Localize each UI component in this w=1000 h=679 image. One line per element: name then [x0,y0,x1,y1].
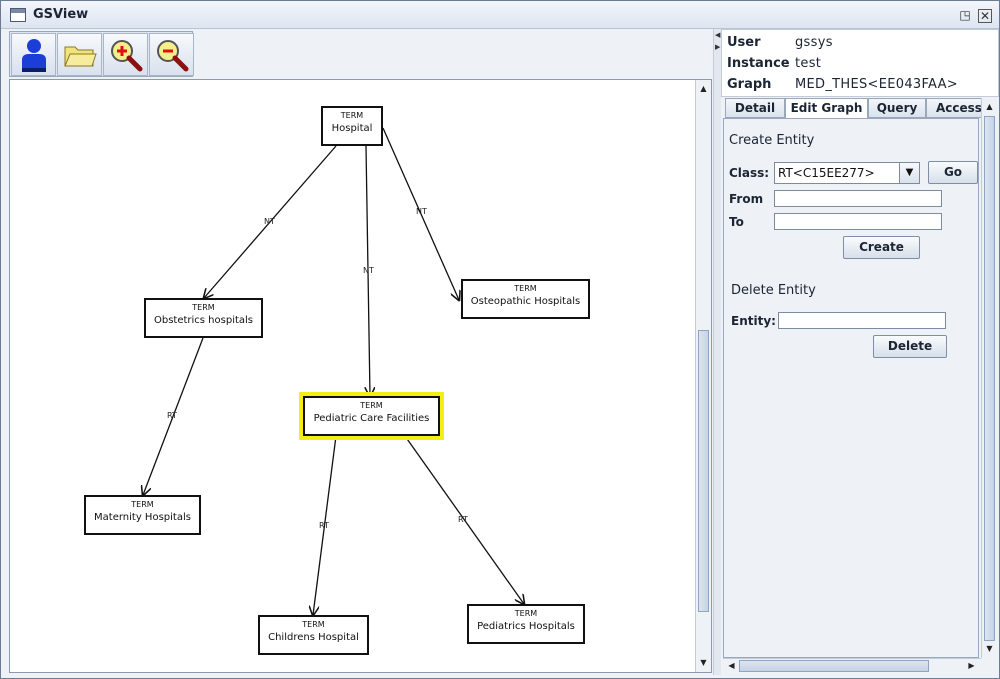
open-folder-icon [63,46,97,66]
info-graph-row: Graph MED_THES<EE043FAA> [727,77,958,92]
info-user-row: User gssys [727,35,833,50]
window-title: GSView [33,7,89,22]
node-kind: TERM [514,284,537,293]
edge-pediatric-pediatrics [404,435,524,604]
node-label: Hospital [331,123,373,134]
graph-vertical-scrollbar[interactable]: ▲ ▼ [695,80,711,672]
tab-bar: Detail Edit Graph Query Access [723,98,982,119]
node-label: Pediatrics Hospitals [477,621,575,632]
panel-vertical-scrollbar[interactable]: ▲ ▼ [981,98,997,658]
zoom-out-icon [156,39,188,71]
scroll-thumb[interactable] [739,660,929,672]
graph-canvas[interactable]: NT NT NT RT RT RT TERM Hospital TERM Obs… [9,79,712,673]
entity-label: Entity: [731,314,776,328]
collapse-right-icon[interactable]: ▶ [715,43,721,51]
edge-label: RT [167,411,177,420]
graph-node-pediatrics-hospitals[interactable]: TERM Pediatrics Hospitals [467,604,585,644]
user-icon [21,38,46,72]
graph-node-maternity-hospitals[interactable]: TERM Maternity Hospitals [84,495,201,535]
collapse-left-icon[interactable]: ◀ [715,31,721,39]
edge-obstetrics-maternity [143,337,204,495]
window-icon [10,8,26,22]
graph-node-childrens-hospital[interactable]: TERM Childrens Hospital [258,615,369,655]
from-field[interactable] [774,190,942,207]
create-button[interactable]: Create [843,236,920,259]
scroll-thumb[interactable] [984,116,995,641]
delete-entity-title: Delete Entity [731,283,816,298]
graph-edges: NT NT NT RT RT RT [10,127,696,672]
zoom-in-icon [110,39,142,71]
edge-label: RT [319,521,329,530]
node-kind: TERM [302,620,325,629]
to-label: To [729,215,744,229]
edge-hospital-pediatric-care [366,145,370,396]
info-instance-row: Instance test [727,56,821,71]
tab-query[interactable]: Query [868,98,926,118]
graph-value: MED_THES<EE043FAA> [795,77,958,92]
go-button[interactable]: Go [928,161,978,184]
title-bar[interactable]: GSView ◳ ✕ [1,1,999,29]
entity-field[interactable] [778,312,946,329]
to-field[interactable] [774,213,942,230]
scroll-thumb[interactable] [698,330,709,612]
user-button[interactable] [11,33,56,76]
create-entity-title: Create Entity [729,133,815,148]
class-select-value: RT<C15EE277> [778,166,875,180]
instance-value: test [795,56,822,71]
graph-node-osteopathic-hospitals[interactable]: TERM Osteopathic Hospitals [461,279,590,319]
tab-detail[interactable]: Detail [725,98,785,118]
scroll-right-icon[interactable]: ▶ [968,661,975,670]
tab-access[interactable]: Access [926,98,982,118]
node-label: Pediatric Care Facilities [313,413,430,424]
edge-label: NT [264,217,275,226]
scroll-down-icon[interactable]: ▼ [700,658,707,667]
node-label: Obstetrics hospitals [153,315,254,326]
node-kind: TERM [360,401,383,410]
session-info-panel: User gssys Instance test Graph MED_THES<EE0… [721,29,999,97]
node-kind: TERM [340,111,364,120]
close-icon[interactable]: ✕ [978,9,992,23]
scroll-down-icon[interactable]: ▼ [986,644,993,653]
edge-pediatric-childrens [313,435,337,615]
split-pane-divider[interactable]: ◀ ▶ [713,29,721,675]
node-kind: TERM [131,500,154,509]
edge-label: NT [416,207,427,216]
node-kind: TERM [192,303,215,312]
user-value: gssys [795,35,833,50]
zoom-out-button[interactable] [149,33,194,76]
node-kind: TERM [514,609,538,618]
scroll-up-icon[interactable]: ▲ [700,84,707,93]
edge-hospital-osteopathic [382,127,459,300]
edit-graph-panel: Create Entity Class: RT<C15EE277> ▼ Go F… [723,118,979,658]
graph-node-obstetrics-hospitals[interactable]: TERM Obstetrics hospitals [144,298,263,338]
instance-key: Instance [727,56,790,71]
restore-icon[interactable]: ◳ [959,8,971,22]
delete-button[interactable]: Delete [873,335,947,358]
edge-label: RT [458,515,468,524]
tab-edit-graph[interactable]: Edit Graph [785,98,868,119]
edge-label: NT [363,266,374,275]
graph-key: Graph [727,77,772,92]
edge-hospital-obstetrics [204,145,337,298]
node-label: Childrens Hospital [268,632,359,643]
node-label: Osteopathic Hospitals [470,296,581,307]
zoom-in-button[interactable] [103,33,148,76]
from-label: From [729,192,764,206]
panel-horizontal-scrollbar[interactable]: ◀ ▶ [723,658,981,673]
scroll-up-icon[interactable]: ▲ [986,102,993,111]
graph-node-hospital[interactable]: TERM Hospital [321,106,383,146]
toolbar [9,31,194,77]
open-button[interactable] [57,33,102,76]
scroll-left-icon[interactable]: ◀ [728,661,735,670]
graph-node-pediatric-care-facilities[interactable]: TERM Pediatric Care Facilities [303,396,440,436]
chevron-down-icon[interactable]: ▼ [899,163,919,183]
class-select[interactable]: RT<C15EE277> ▼ [774,162,920,184]
user-key: User [727,35,761,50]
node-label: Maternity Hospitals [94,512,191,523]
class-label: Class: [729,166,770,180]
